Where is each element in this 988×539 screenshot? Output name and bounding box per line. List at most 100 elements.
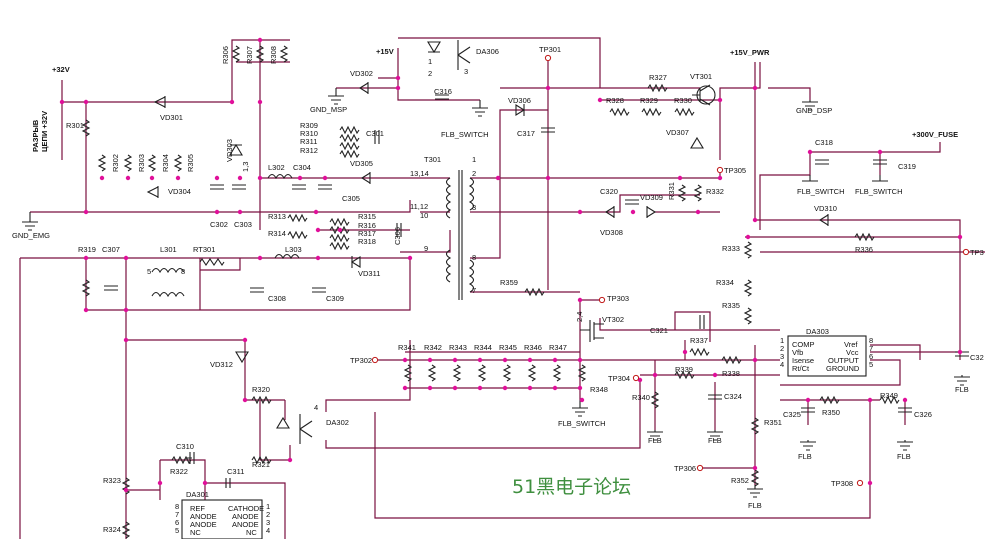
r332-label: R332 (706, 187, 724, 196)
flb-switch-label-1: FLB_SWITCH (441, 130, 489, 139)
r321-label: R321 (252, 460, 270, 469)
vd303-label: VD303 (225, 139, 234, 162)
da301-num-3: 3 (266, 518, 270, 527)
da303-num-5: 5 (869, 360, 873, 369)
c309-label: C309 (326, 294, 344, 303)
pin-mark-5: 5 (147, 267, 151, 276)
test-point-markers (371, 54, 970, 487)
r320-label: R320 (252, 385, 270, 394)
c303-label: C303 (234, 220, 252, 229)
vd304-label: VD304 (168, 187, 191, 196)
watermark: 51黑电子论坛 (512, 476, 631, 498)
r305-label: R305 (186, 154, 195, 172)
c326-label: C326 (914, 410, 932, 419)
r348-label: R348 (590, 385, 608, 394)
flb-label-1: FLB (648, 436, 662, 445)
pin-mark-2-4: 2,4 (575, 312, 584, 322)
flb-switch-label-2: FLB_SWITCH (797, 187, 845, 196)
flb-label-6: FLB (955, 385, 969, 394)
tp304-label: TP304 (608, 374, 630, 383)
c308-label: C308 (268, 294, 286, 303)
da306-label: DA306 (476, 47, 499, 56)
da301-num-5: 5 (175, 526, 179, 535)
c311-label: C311 (227, 467, 244, 476)
r302-label: R302 (111, 154, 120, 172)
r339-label: R339 (675, 365, 693, 374)
r350-label: R350 (822, 408, 840, 417)
c316-label: C316 (434, 87, 452, 96)
r347-label: R347 (549, 343, 567, 352)
da301-pin-anode-r2: ANODE (232, 520, 259, 529)
r323-label: R323 (103, 476, 121, 485)
t301-pin-7: 7 (472, 286, 476, 295)
rt301-label: RT301 (193, 245, 215, 254)
tp303-label: TP303 (607, 294, 629, 303)
r304-label: R304 (161, 154, 170, 172)
flb-switch-label-3: FLB_SWITCH (855, 187, 903, 196)
tp-edge-label: TP3 (970, 248, 984, 257)
r317-label: R317 (358, 229, 376, 238)
r352-label: R352 (731, 476, 749, 485)
da301-pin-anode-r1: ANODE (232, 512, 259, 521)
pin-mark-4: 4 (314, 403, 318, 412)
vt302-label: VT302 (602, 315, 624, 324)
c302-label: C302 (210, 220, 228, 229)
vd307-label: VD307 (666, 128, 689, 137)
r314-label: R314 (268, 229, 286, 238)
r318-label: R318 (358, 237, 376, 246)
da301-num-7: 7 (175, 510, 179, 519)
tp306-label: TP306 (674, 464, 696, 473)
l301-label: L301 (160, 245, 177, 254)
gnd-msp-label: GND_MSP (310, 105, 347, 114)
r301-label: R301 (66, 121, 84, 130)
gnd-emg-label: GND_EMG (12, 231, 50, 240)
r331-label: R331 (667, 182, 676, 200)
l303-label: L303 (285, 245, 302, 254)
c320-label: C320 (600, 187, 618, 196)
pin-mark-1-3: 1,3 (241, 162, 250, 172)
side-label-line-1: РАЗРЫВ (31, 119, 40, 152)
r306-label: R306 (221, 46, 230, 64)
rail-300v-fuse-label: +300V_FUSE (912, 130, 958, 139)
r336-label: R336 (855, 245, 873, 254)
da303-pin-vcc: Vcc (846, 348, 859, 357)
r330-label: R330 (674, 96, 692, 105)
tp308-label: TP308 (831, 479, 853, 488)
r349-label: R349 (880, 391, 898, 400)
da301-pin-nc-r: NC (246, 528, 257, 537)
da302-label: DA302 (326, 418, 349, 427)
r337-label: R337 (690, 336, 708, 345)
r341-label: R341 (398, 343, 416, 352)
da301-pin-anode-l1: ANODE (190, 512, 217, 521)
vd306-label: VD306 (508, 96, 531, 105)
r359-label: R359 (500, 278, 518, 287)
da303-num-4: 4 (780, 360, 784, 369)
r345-label: R345 (499, 343, 517, 352)
r327-label: R327 (649, 73, 667, 82)
r333-label: R333 (722, 244, 740, 253)
r329-label: R329 (640, 96, 658, 105)
da301-num-8: 8 (175, 502, 179, 511)
flb-label-4: FLB (897, 452, 911, 461)
t301-label: T301 (424, 155, 441, 164)
components (22, 40, 970, 539)
r315-label: R315 (358, 212, 376, 221)
r343-label: R343 (449, 343, 467, 352)
t301-pin-3: 3 (472, 203, 476, 212)
flb-switch-label-4: FLB_SWITCH (558, 419, 606, 428)
da303-num-1: 1 (780, 336, 784, 345)
vd312-label: VD312 (210, 360, 233, 369)
t301-pin-11-12: 11,12 (410, 202, 428, 211)
rail-32v-label: +32V (52, 65, 70, 74)
vd302-label: VD302 (350, 69, 373, 78)
r307-label: R307 (245, 46, 254, 64)
da303-label: DA303 (806, 327, 829, 336)
da303-pin-comp: COMP (792, 340, 815, 349)
vd308-label: VD308 (600, 228, 623, 237)
c305-label: C305 (342, 194, 360, 203)
c318-label: C318 (815, 138, 833, 147)
c324-label: C324 (724, 392, 742, 401)
da303-pin-vfb: Vfb (792, 348, 803, 357)
c325-label: C325 (783, 410, 801, 419)
l302-label: L302 (268, 163, 285, 172)
